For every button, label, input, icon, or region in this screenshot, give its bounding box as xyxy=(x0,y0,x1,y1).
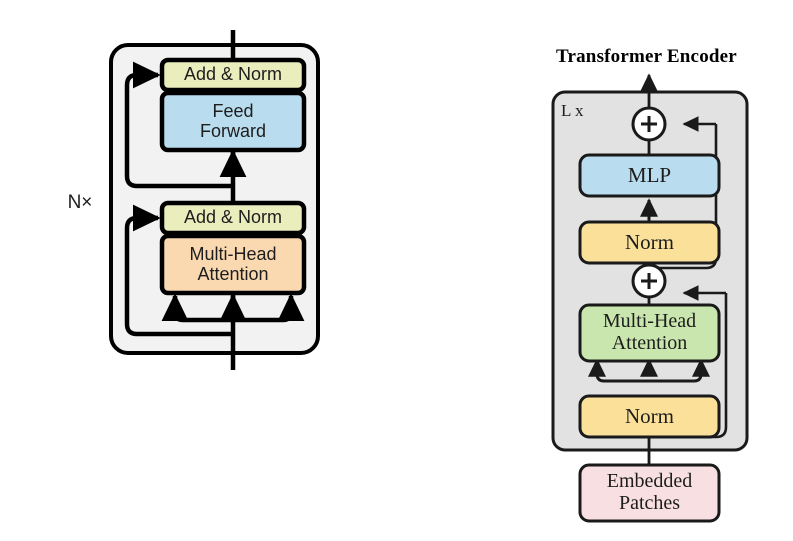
left-block-multi-head-attention xyxy=(159,233,307,296)
left-block-add-norm-bottom xyxy=(159,200,307,236)
left-residual-attention xyxy=(124,204,233,337)
right-block-embedded-patches xyxy=(578,463,721,523)
left-residual-feedforward xyxy=(124,61,233,189)
right-adder-lower-circle xyxy=(631,263,667,299)
right-residual-outline-lower xyxy=(649,285,728,439)
right-block-mlp xyxy=(578,153,721,198)
left-block-feed-forward xyxy=(159,90,307,153)
right-block-norm-upper xyxy=(578,220,721,265)
left-block-add-norm-top xyxy=(159,57,307,93)
right-block-norm-lower xyxy=(578,394,721,439)
right-block-multi-head-attention xyxy=(578,303,721,363)
right-qkv-fan xyxy=(587,358,710,383)
right-panel-title: Transformer Encoder xyxy=(556,46,737,67)
right-adder-upper-circle xyxy=(631,106,667,142)
left-qkv-fan xyxy=(161,293,305,323)
